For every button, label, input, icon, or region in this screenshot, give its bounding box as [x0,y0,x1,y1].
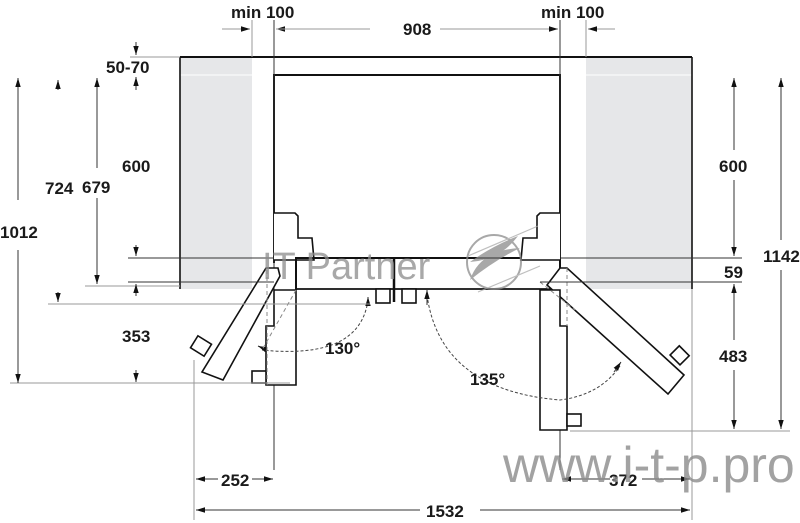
label-right-overall: 1142 [763,247,800,266]
label-back-gap: 50-70 [106,58,149,77]
right-hinge [520,212,560,261]
left-door-open [189,267,281,381]
label-top-right-clearance: min 100 [541,3,604,22]
label-bottom-left-offset: 252 [221,471,249,490]
label-right-door-angle: 135° [470,370,505,389]
watermark-brand: IT Partner [262,246,431,288]
label-top-left-clearance: min 100 [231,3,294,22]
label-left-depth-cabinet: 600 [122,157,150,176]
label-top-width: 908 [403,20,431,39]
left-hinge [274,212,315,261]
watermark-url: www.i-t-p.pro [502,437,795,493]
label-bottom-total-width: 1532 [426,502,464,521]
label-left-door-angle: 130° [325,339,360,358]
label-left-overall: 1012 [0,223,38,242]
left-cabinet [179,57,252,289]
label-right-depth-cabinet: 600 [719,157,747,176]
label-right-door-thickness: 59 [724,263,743,282]
label-bottom-right-offset: 372 [609,471,637,490]
watermark-swoosh-icon [466,234,522,290]
fridge-doors-closed-line [295,257,561,304]
label-right-door-swing: 483 [719,347,747,366]
label-left-depth-total: 724 [45,179,74,198]
label-left-depth-body: 679 [82,178,110,197]
watermark-logo: IT Partner [262,225,541,293]
right-cabinet [586,57,693,289]
label-left-door-swing: 353 [122,327,150,346]
